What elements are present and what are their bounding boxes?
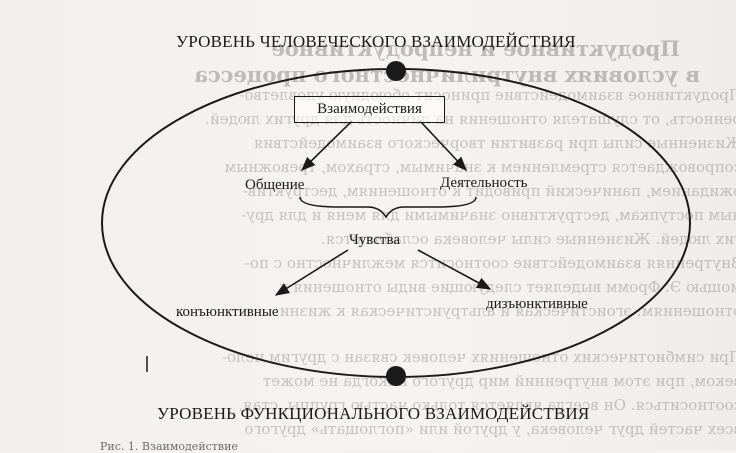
feelings-brace: [299, 196, 477, 219]
communication-node: Общение: [245, 177, 305, 193]
arrow-to-conjunctive: [274, 249, 349, 296]
disjunctive-node: дизъюнктивные: [486, 296, 588, 312]
functional-interaction-level-label: УРОВЕНЬ ФУНКЦИОНАЛЬНОГО ВЗАИМОДЕЙСТВИЯ: [157, 404, 590, 423]
human-interaction-level-label: УРОВЕНЬ ЧЕЛОВЕЧЕСКОГО ВЗАИМОДЕЙСТВИЯ: [176, 32, 576, 51]
interactions-box: Взаимодействия: [294, 96, 445, 123]
top-node-dot: [386, 61, 406, 81]
activity-node: Деятельность: [440, 175, 528, 191]
conjunctive-node: конъюнктивные: [176, 304, 279, 320]
arrow-to-obshchenie: [300, 120, 353, 172]
arrow-to-disjunctive: [417, 249, 492, 290]
interactions-box-label: Взаимодействия: [317, 101, 422, 117]
figure-caption: Рис. 1. Взаимодействие: [100, 440, 238, 453]
feelings-node: Чувства: [349, 232, 400, 248]
arrow-to-deyatelnost: [419, 120, 467, 172]
bottom-node-dot: [386, 366, 406, 386]
